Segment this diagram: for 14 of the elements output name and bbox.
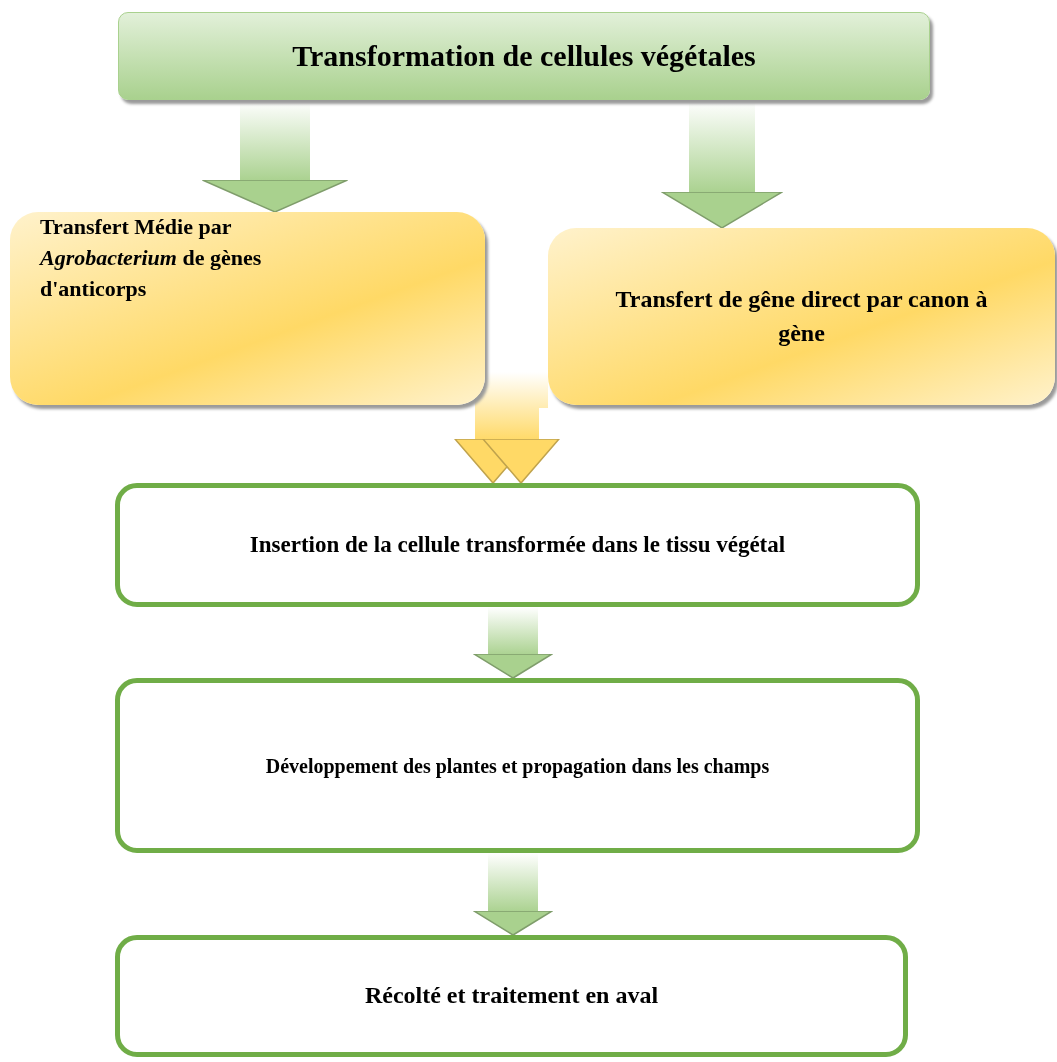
process-box [548, 228, 1055, 405]
block-arrow [482, 372, 560, 484]
box-text: Développement des plantes et propagation dans les champs [265, 753, 770, 780]
process-box [10, 212, 485, 405]
process-box [115, 935, 908, 1057]
block-arrow [473, 853, 553, 936]
process-box [115, 483, 920, 607]
box-text: Transfert Médie par Agrobacterium de gènes d'anticorps [40, 213, 263, 303]
process-box [115, 678, 920, 853]
box-text: Transformation de cellules végétales [292, 38, 756, 74]
box-text: Insertion de la cellule transformée dans le tissu végétal [249, 530, 786, 559]
box-text: Transfert de gêne direct par canon à gène [614, 284, 989, 348]
process-box [118, 12, 930, 100]
box-text: Récolté et traitement en aval [364, 981, 659, 1011]
